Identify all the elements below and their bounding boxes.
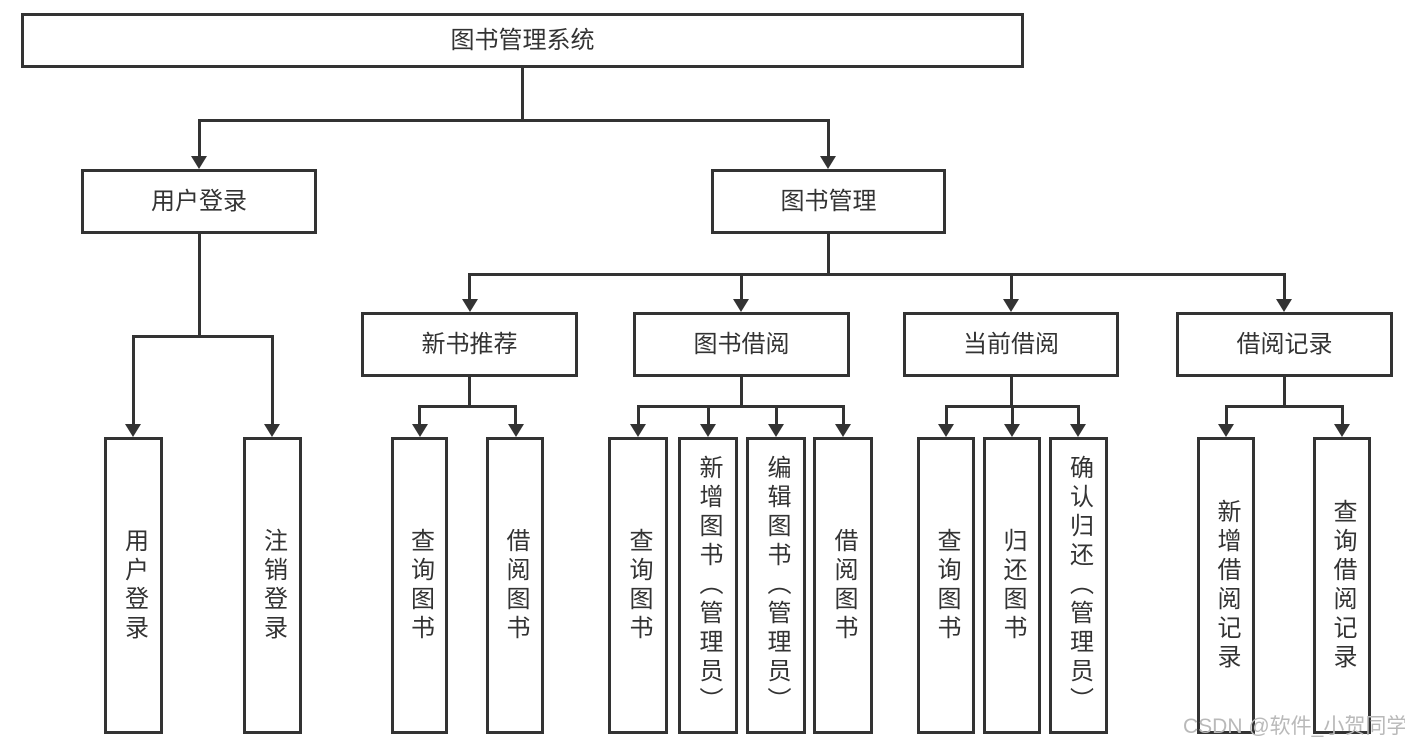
arrow-down-icon: [1276, 299, 1292, 312]
connector-line: [271, 335, 274, 425]
connector-line: [521, 68, 524, 121]
connector-line: [468, 273, 1286, 276]
leaf-borrow-books-recommend: 借阅图书: [486, 437, 544, 734]
node-label: 新增图书（管理员）: [695, 455, 722, 716]
node-new-book-recommend: 新书推荐: [361, 312, 578, 377]
connector-line: [637, 405, 640, 425]
arrow-down-icon: [733, 299, 749, 312]
node-label: 图书管理: [780, 187, 877, 215]
arrow-down-icon: [768, 424, 784, 437]
node-book-borrowing: 图书借阅: [633, 312, 850, 377]
connector-line: [637, 405, 845, 408]
arrow-down-icon: [125, 424, 141, 437]
connector-line: [1011, 405, 1014, 425]
leaf-user-login: 用户登录: [104, 437, 163, 734]
node-label: 查询图书: [406, 527, 434, 644]
connector-line: [418, 405, 517, 408]
arrow-down-icon: [508, 424, 524, 437]
node-current-borrowing: 当前借阅: [903, 312, 1119, 377]
leaf-confirm-return-admin: 确认归还（管理员）: [1049, 437, 1108, 734]
arrow-down-icon: [412, 424, 428, 437]
node-label: 新书推荐: [421, 330, 518, 358]
leaf-logout: 注销登录: [243, 437, 302, 734]
leaf-add-borrow-record: 新增借阅记录: [1197, 437, 1255, 734]
connector-line: [1010, 377, 1013, 406]
connector-line: [842, 405, 845, 425]
arrow-down-icon: [835, 424, 851, 437]
arrow-down-icon: [264, 424, 280, 437]
leaf-borrow-books: 借阅图书: [813, 437, 873, 734]
leaf-query-borrow-record: 查询借阅记录: [1313, 437, 1371, 734]
connector-line: [198, 119, 201, 157]
watermark-text: CSDN @软件_小贺同学: [1183, 715, 1405, 738]
node-label: 确认归还（管理员）: [1065, 455, 1093, 716]
connector-line: [132, 335, 135, 425]
connector-line: [1010, 273, 1013, 301]
connector-line: [827, 234, 830, 275]
node-label: 编辑图书（管理员）: [763, 455, 790, 716]
node-label: 借阅图书: [502, 527, 529, 644]
connector-line: [1077, 405, 1080, 425]
node-borrowing-records: 借阅记录: [1176, 312, 1393, 377]
node-label: 注销登录: [259, 527, 287, 644]
arrow-down-icon: [462, 299, 478, 312]
node-label: 图书借阅: [693, 330, 790, 358]
node-book-management: 图书管理: [711, 169, 946, 234]
leaf-query-books-current: 查询图书: [917, 437, 975, 734]
arrow-down-icon: [1004, 424, 1020, 437]
arrow-down-icon: [1334, 424, 1350, 437]
node-library-system: 图书管理系统: [21, 13, 1024, 68]
node-label: 查询图书: [625, 527, 652, 644]
arrow-down-icon: [1218, 424, 1234, 437]
connector-line: [827, 119, 830, 157]
connector-line: [1341, 405, 1344, 425]
node-label: 查询借阅记录: [1329, 498, 1356, 673]
arrow-down-icon: [1003, 299, 1019, 312]
leaf-edit-books-admin: 编辑图书（管理员）: [746, 437, 806, 734]
leaf-query-books-recommend: 查询图书: [391, 437, 448, 734]
connector-line: [707, 405, 710, 425]
connector-line: [468, 273, 471, 301]
connector-line: [468, 377, 471, 406]
connector-line: [1283, 273, 1286, 301]
connector-line: [1225, 405, 1228, 425]
leaf-query-books-borrowing: 查询图书: [608, 437, 668, 734]
connector-line: [775, 405, 778, 425]
arrow-down-icon: [700, 424, 716, 437]
node-label: 查询图书: [933, 527, 960, 644]
node-label: 归还图书: [999, 527, 1026, 644]
connector-line: [514, 405, 517, 425]
connector-line: [740, 377, 743, 406]
node-label: 用户登录: [120, 527, 148, 644]
node-label: 借阅图书: [830, 527, 857, 644]
connector-line: [1225, 405, 1344, 408]
node-label: 用户登录: [151, 187, 247, 215]
leaf-return-books: 归还图书: [983, 437, 1041, 734]
arrow-down-icon: [1070, 424, 1086, 437]
connector-line: [198, 119, 830, 122]
leaf-add-books-admin: 新增图书（管理员）: [678, 437, 738, 734]
connector-line: [418, 405, 421, 425]
connector-line: [132, 335, 274, 338]
connector-line: [945, 405, 948, 425]
connector-line: [198, 234, 201, 335]
arrow-down-icon: [938, 424, 954, 437]
node-user-login: 用户登录: [81, 169, 317, 234]
node-label: 借阅记录: [1236, 330, 1333, 358]
arrow-down-icon: [630, 424, 646, 437]
arrow-down-icon: [820, 156, 836, 169]
arrow-down-icon: [191, 156, 207, 169]
connector-line: [740, 273, 743, 301]
connector-line: [1283, 377, 1286, 406]
node-label: 当前借阅: [963, 330, 1059, 358]
node-label: 图书管理系统: [450, 26, 595, 54]
node-label: 新增借阅记录: [1213, 498, 1240, 673]
